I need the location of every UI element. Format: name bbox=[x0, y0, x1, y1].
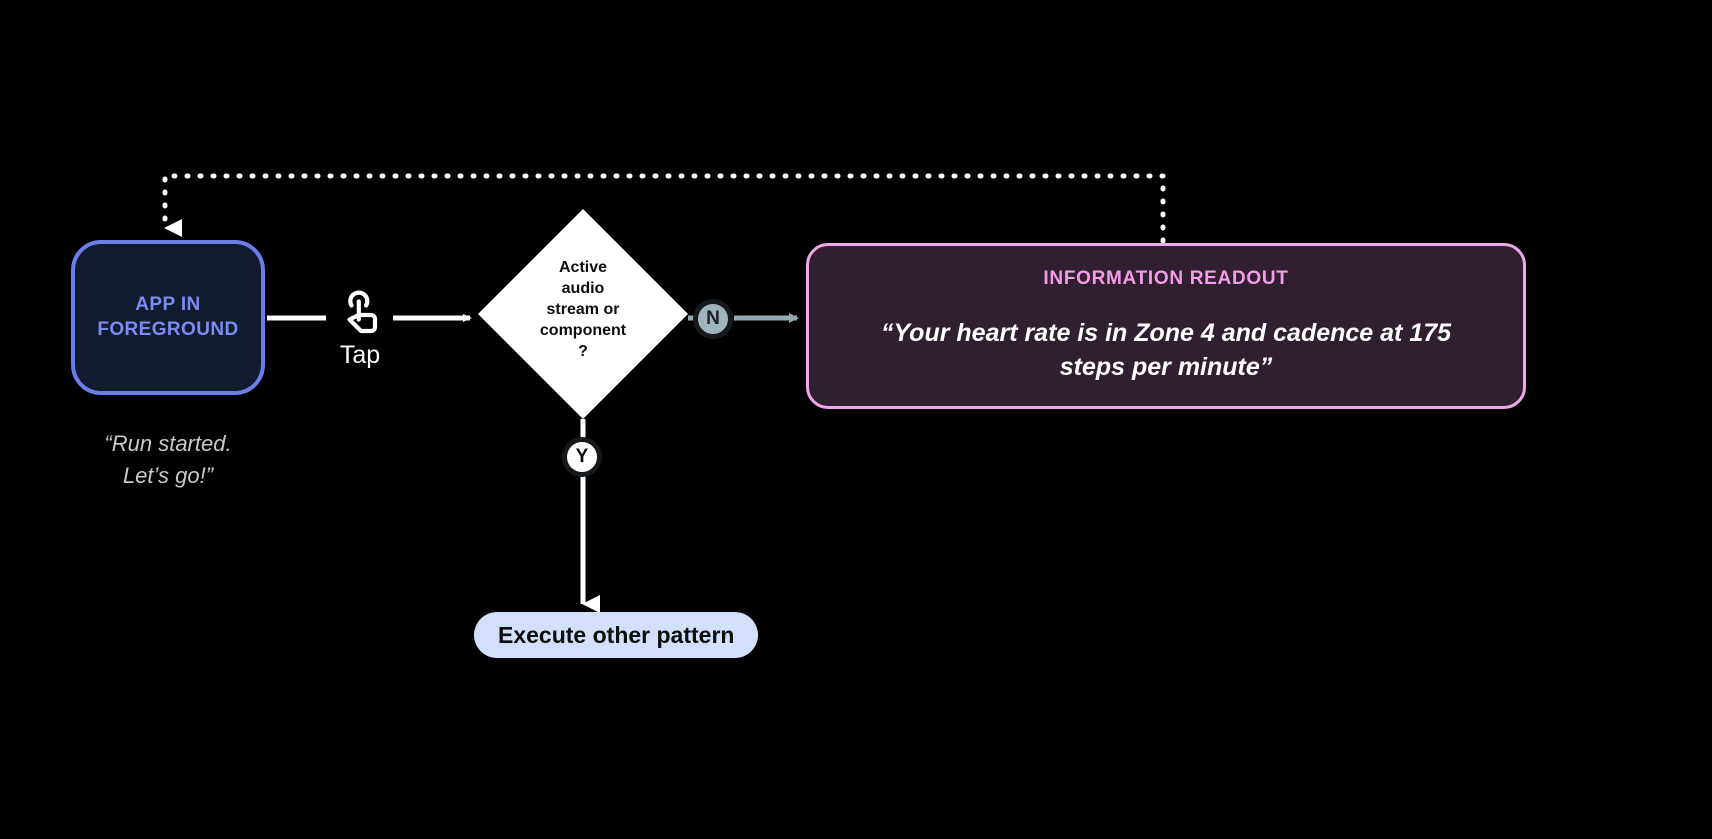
app-node-label: APP IN FOREGROUND bbox=[97, 293, 238, 342]
execute-other-pattern-label: Execute other pattern bbox=[498, 621, 735, 648]
app-node-label-line2: FOREGROUND bbox=[97, 318, 239, 340]
app-node-caption: “Run started. Let’s go!” bbox=[55, 428, 281, 492]
decision-label-line1: Active bbox=[558, 259, 608, 276]
decision-label: Active audio stream or component ? bbox=[502, 257, 664, 363]
node-execute-other-pattern[interactable]: Execute other pattern bbox=[474, 612, 759, 658]
decision-label-line2: audio bbox=[561, 280, 605, 298]
node-app-in-foreground[interactable]: APP IN FOREGROUND bbox=[71, 240, 265, 395]
node-decision-audio-stream[interactable]: Active audio stream or component ? bbox=[478, 209, 688, 419]
decision-label-line5: ? bbox=[578, 343, 588, 361]
gesture-tap: Tap bbox=[325, 287, 395, 368]
information-readout-title: INFORMATION READOUT bbox=[1043, 267, 1289, 289]
decision-badge-no-label: N bbox=[706, 308, 720, 329]
app-node-label-line1: APP IN bbox=[135, 294, 201, 316]
tap-gesture-icon bbox=[325, 287, 395, 339]
information-readout-body: “Your heart rate is in Zone 4 and cadenc… bbox=[880, 318, 1452, 382]
app-caption-line1: “Run started. bbox=[104, 431, 232, 456]
node-information-readout[interactable]: INFORMATION READOUT “Your heart rate is … bbox=[806, 243, 1526, 409]
decision-label-line3: stream or bbox=[546, 301, 620, 319]
decision-badge-no: N bbox=[693, 299, 733, 339]
app-caption-line2: Let’s go!” bbox=[122, 462, 214, 488]
gesture-tap-label: Tap bbox=[339, 341, 381, 369]
decision-badge-yes-label: Y bbox=[575, 446, 589, 467]
decision-label-line4: component bbox=[539, 322, 627, 340]
decision-badge-yes: Y bbox=[562, 437, 602, 477]
diamond-shape bbox=[478, 209, 688, 419]
